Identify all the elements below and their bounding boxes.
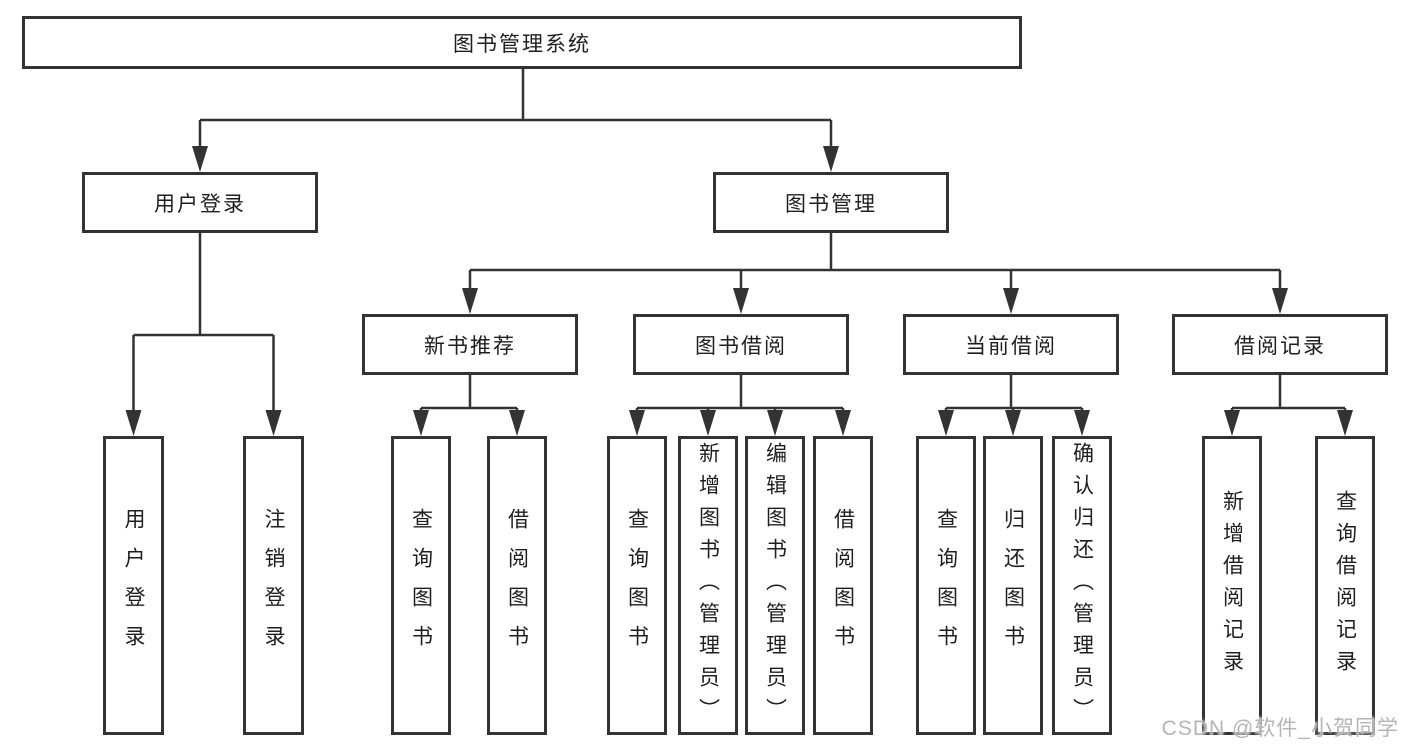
leaf-borrow-books-borrow-label: 借阅图书: [831, 507, 855, 664]
leaf-query-books-current: 查询图书: [916, 436, 976, 735]
leaf-query-borrow-record-label: 查询借阅记录: [1333, 489, 1357, 682]
leaf-return-book-label: 归还图书: [1001, 507, 1025, 664]
node-new-book-recommend-label: 新书推荐: [424, 334, 516, 358]
node-root-system: 图书管理系统: [22, 16, 1022, 69]
node-current-borrow-label: 当前借阅: [965, 334, 1057, 358]
node-root-label: 图书管理系统: [453, 32, 591, 56]
leaf-return-book: 归还图书: [983, 436, 1043, 735]
leaf-query-borrow-record: 查询借阅记录: [1315, 436, 1375, 735]
leaf-confirm-return-admin: 确认归还（管理员）: [1052, 436, 1112, 735]
node-current-borrow: 当前借阅: [903, 314, 1119, 375]
node-book-management: 图书管理: [713, 172, 949, 233]
leaf-edit-book-admin-label: 编辑图书（管理员）: [763, 441, 787, 730]
leaf-user-login: 用户登录: [103, 436, 164, 735]
leaf-user-login-label: 用户登录: [122, 507, 145, 664]
node-book-management-label: 图书管理: [785, 192, 877, 216]
arrowheads: [125, 146, 1353, 436]
node-borrow-records: 借阅记录: [1172, 314, 1388, 375]
leaf-add-book-admin-label: 新增图书（管理员）: [696, 441, 720, 730]
leaf-borrow-books-recommend: 借阅图书: [487, 436, 547, 735]
leaf-add-borrow-record: 新增借阅记录: [1202, 436, 1262, 735]
leaf-query-books-borrow: 查询图书: [607, 436, 667, 735]
leaf-query-books-borrow-label: 查询图书: [625, 507, 649, 664]
leaf-confirm-return-admin-label: 确认归还（管理员）: [1070, 441, 1094, 730]
node-book-borrow: 图书借阅: [633, 314, 849, 375]
leaf-add-borrow-record-label: 新增借阅记录: [1220, 489, 1244, 682]
csdn-watermark: CSDN @软件_小贺同学: [1161, 717, 1399, 740]
leaf-query-books-current-label: 查询图书: [934, 507, 958, 664]
leaf-edit-book-admin: 编辑图书（管理员）: [745, 436, 805, 735]
leaf-query-books-recommend: 查询图书: [391, 436, 451, 735]
node-user-login: 用户登录: [82, 172, 318, 233]
leaf-logout-label: 注销登录: [262, 507, 285, 664]
leaf-logout: 注销登录: [243, 436, 304, 735]
leaf-query-books-recommend-label: 查询图书: [409, 507, 433, 664]
leaf-borrow-books-recommend-label: 借阅图书: [505, 507, 529, 664]
node-borrow-records-label: 借阅记录: [1234, 334, 1326, 358]
leaf-borrow-books-borrow: 借阅图书: [813, 436, 873, 735]
leaf-add-book-admin: 新增图书（管理员）: [678, 436, 738, 735]
node-book-borrow-label: 图书借阅: [695, 334, 787, 358]
node-user-login-label: 用户登录: [154, 192, 246, 216]
node-new-book-recommend: 新书推荐: [362, 314, 578, 375]
